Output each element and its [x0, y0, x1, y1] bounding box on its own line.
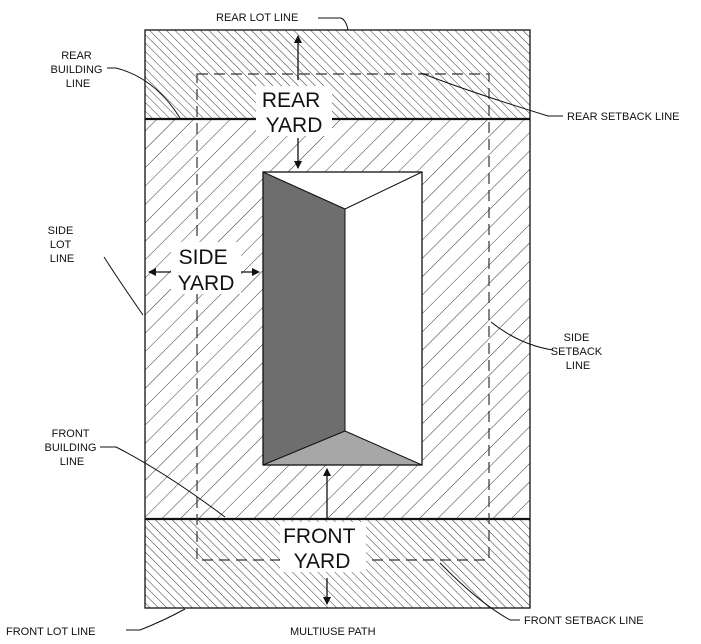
rear-setback-line-leader	[420, 72, 563, 117]
front-lot-line-leader	[126, 608, 186, 631]
rear-setback-line-label: REAR SETBACK LINE	[567, 111, 679, 123]
lot-boundary	[144, 29, 531, 609]
side-lot-line-leader	[103, 256, 144, 316]
rear-building-line-label: REAR BUILDING LINE	[50, 50, 105, 90]
rear-building-line-leader	[107, 67, 181, 119]
multiuse-path-label: MULTIUSE PATH	[290, 626, 376, 638]
side-setback-line-leader	[490, 321, 554, 351]
rear-lot-line-label: REAR LOT LINE	[216, 12, 298, 24]
front-lot-line-label: FRONT LOT LINE	[6, 626, 95, 638]
front-setback-line-leader	[439, 562, 520, 621]
side-lot-line-label: SIDE LOT LINE	[48, 225, 77, 265]
rear-yard-label: REAR YARD	[262, 89, 326, 137]
building-bottom-face	[263, 431, 422, 465]
side-yard-label: SIDE YARD	[178, 246, 235, 295]
front-building-line-leader	[100, 446, 226, 518]
side-setback-line-label: SIDE SETBACK LINE	[551, 332, 605, 372]
building-dark-face	[263, 172, 345, 465]
front-building-line-label: FRONT BUILDING LINE	[44, 428, 99, 468]
front-yard-label: FRONT YARD	[283, 525, 361, 573]
building	[262, 171, 423, 466]
front-setback-line-label: FRONT SETBACK LINE	[524, 615, 644, 627]
rear-lot-line-leader	[318, 17, 349, 31]
